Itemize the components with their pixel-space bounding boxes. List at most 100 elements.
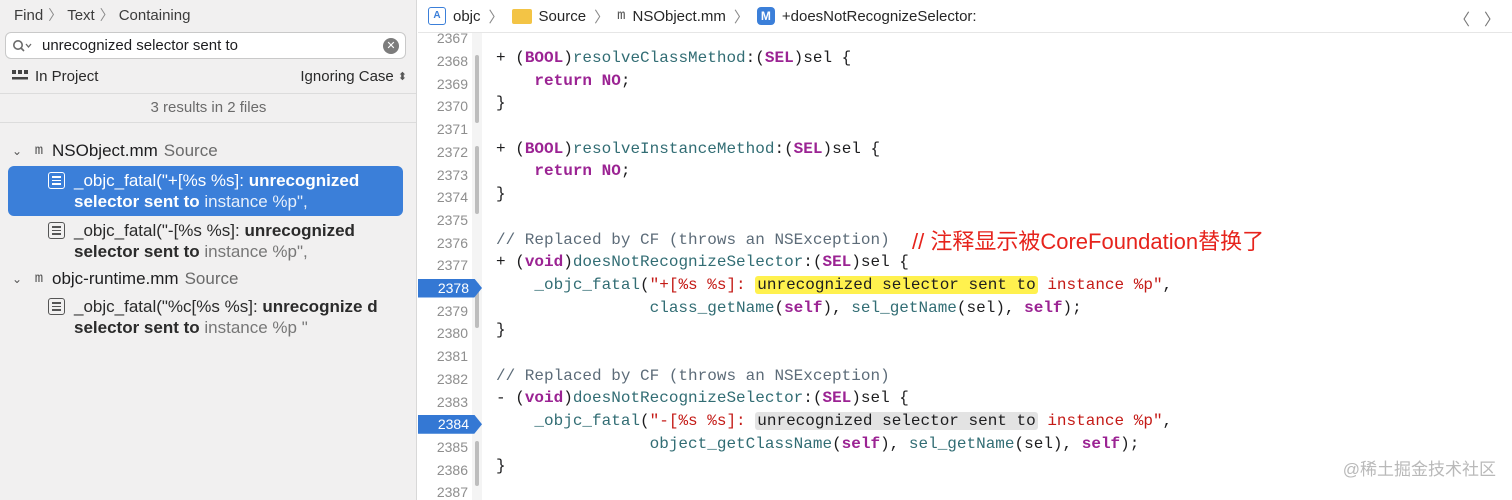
line-row: 2383 [418, 390, 1512, 413]
line-row: 2375 [418, 209, 1512, 232]
result-match-row[interactable]: _objc_fatal("+[%s %s]: unrecognized sele… [8, 166, 403, 216]
line-number[interactable]: 2385 [436, 438, 468, 455]
search-input[interactable] [38, 33, 383, 58]
line-row: 2379 [418, 299, 1512, 322]
breakpoint-marker[interactable]: 2384 [418, 414, 482, 434]
change-gutter [472, 33, 482, 500]
disclosure-open-icon[interactable]: ⌄ [12, 272, 23, 286]
search-icon[interactable] [6, 33, 38, 58]
line-row: 2371 [418, 118, 1512, 141]
scope-label: In Project [35, 67, 99, 85]
document-icon [48, 172, 65, 189]
line-row: 2380 [418, 322, 1512, 345]
line-number[interactable]: 2381 [436, 348, 468, 365]
editor-nav-arrows: 〈 〉 [1454, 6, 1500, 30]
code-line-2374: } [496, 185, 506, 203]
line-number[interactable]: 2372 [436, 143, 468, 160]
code-line-2376: // Replaced by CF (throws an NSException… [496, 231, 890, 249]
result-file-row[interactable]: ⌄ m objc-runtime.mm Source [0, 266, 416, 292]
project-icon: A [428, 7, 446, 25]
result-file-kind: Source [184, 269, 239, 288]
document-icon [48, 222, 65, 239]
line-number[interactable]: 2375 [436, 211, 468, 228]
objc-file-icon: m [34, 271, 44, 287]
result-file-name: objc-runtime.mm [52, 269, 179, 288]
jumpbar-item-folder[interactable]: Source [511, 8, 586, 25]
code-line-2368: + (BOOL)resolveClassMethod:(SEL)sel { [496, 49, 852, 67]
code-line-2386: } [496, 457, 506, 475]
disclosure-open-icon[interactable]: ⌄ [12, 144, 23, 158]
match-text: _objc_fatal("%c[%s %s]: unrecognize d se… [74, 297, 378, 337]
search-hit-highlight: unrecognized selector sent to [755, 276, 1038, 294]
updown-chevron-icon: ⬍ [397, 70, 407, 83]
line-row: 2381 [418, 345, 1512, 368]
code-line-2373: return NO; [534, 162, 631, 180]
watermark: @稀土掘金技术社区 [1342, 460, 1496, 479]
line-row: 2373 [418, 163, 1512, 186]
chevron-right-icon[interactable]: 〉 [1483, 12, 1500, 29]
line-row: 2378 [418, 277, 1512, 300]
chevron-left-icon[interactable]: 〈 [1453, 12, 1470, 29]
result-file-name: NSObject.mm [52, 141, 158, 160]
red-annotation-text: // 注释显示被CoreFoundation替换了 [912, 229, 1265, 254]
result-match-row[interactable]: _objc_fatal("-[%s %s]: unrecognized sele… [0, 216, 416, 266]
line-number[interactable]: 2371 [436, 121, 468, 138]
match-text: _objc_fatal("+[%s %s]: unrecognized sele… [74, 171, 360, 211]
find-mode-containing[interactable]: Containing [118, 6, 191, 24]
line-row: 2382 [418, 368, 1512, 391]
results-summary: 3 results in 2 files [0, 93, 416, 123]
line-number[interactable]: 2370 [436, 98, 468, 115]
search-hit-highlight: unrecognized selector sent to [755, 412, 1038, 430]
line-row: 2367 [418, 33, 1512, 50]
match-text: _objc_fatal("-[%s %s]: unrecognized sele… [74, 221, 355, 261]
line-row: 2370 [418, 95, 1512, 118]
find-breadcrumb: Find 〉 Text 〉 Containing [0, 0, 416, 30]
line-number[interactable]: 2382 [436, 370, 468, 387]
case-sensitivity-popup[interactable]: Ignoring Case ⬍ [300, 68, 407, 85]
line-row: 2377 [418, 254, 1512, 277]
line-number[interactable]: 2373 [436, 166, 468, 183]
result-file-row[interactable]: ⌄ m NSObject.mm Source [0, 138, 416, 164]
code-area[interactable]: 2367 2368 2369 2370 2371 2372 2373 2374 2375 2376… [418, 33, 1512, 500]
code-line-2382: // Replaced by CF (throws an NSException… [496, 367, 890, 385]
line-row: 2387 [418, 481, 1512, 500]
breakpoint-marker[interactable]: 2378 [418, 278, 482, 298]
chevron-right-icon: 〉 [488, 8, 504, 26]
line-number[interactable]: 2374 [436, 189, 468, 206]
code-line-2383: - (void)doesNotRecognizeSelector:(SEL)se… [496, 389, 909, 407]
chevron-right-icon: 〉 [99, 7, 114, 23]
line-number[interactable]: 2377 [436, 257, 468, 274]
line-row: 2368 [418, 50, 1512, 73]
result-file-kind: Source [163, 141, 218, 160]
jumpbar-item-file[interactable]: m NSObject.mm [617, 7, 726, 25]
line-number[interactable]: 2367 [436, 33, 468, 47]
code-line-2385: object_getClassName(self), sel_getName(s… [649, 435, 1140, 453]
source-editor: A objc 〉 Source 〉 m NSObject.mm 〉 M +doe… [418, 0, 1512, 500]
jumpbar-item-method[interactable]: M +doesNotRecognizeSelector: [756, 7, 977, 25]
change-bar [475, 441, 479, 486]
line-number[interactable]: 2376 [436, 234, 468, 251]
line-number[interactable]: 2383 [436, 393, 468, 410]
clear-icon[interactable]: ✕ [383, 37, 399, 54]
line-number[interactable]: 2368 [436, 53, 468, 70]
scope-icon [12, 70, 28, 80]
result-match-row[interactable]: _objc_fatal("%c[%s %s]: unrecognize d se… [0, 292, 416, 342]
change-bar [475, 146, 479, 214]
search-field[interactable]: ✕ [5, 32, 406, 59]
line-number[interactable]: 2379 [436, 302, 468, 319]
chevron-right-icon: 〉 [733, 8, 749, 26]
line-number[interactable]: 2380 [436, 325, 468, 342]
code-line-2377: + (void)doesNotRecognizeSelector:(SEL)se… [496, 253, 909, 271]
search-scope-row: In Project Ignoring Case ⬍ [0, 62, 416, 90]
jumpbar-item-project[interactable]: A objc [428, 7, 481, 25]
find-mode-find[interactable]: Find [14, 6, 44, 24]
code-line-2378: _objc_fatal("+[%s %s]: unrecognized sele… [534, 276, 1173, 294]
line-number[interactable]: 2369 [436, 75, 468, 92]
line-number[interactable]: 2386 [436, 461, 468, 478]
folder-icon [511, 8, 532, 24]
code-line-2384: _objc_fatal("-[%s %s]: unrecognized sele… [534, 412, 1173, 430]
scope-selector[interactable]: In Project [12, 68, 98, 85]
line-number[interactable]: 2387 [436, 484, 468, 500]
find-mode-text[interactable]: Text [67, 6, 95, 24]
code-line-2370: } [496, 94, 506, 112]
